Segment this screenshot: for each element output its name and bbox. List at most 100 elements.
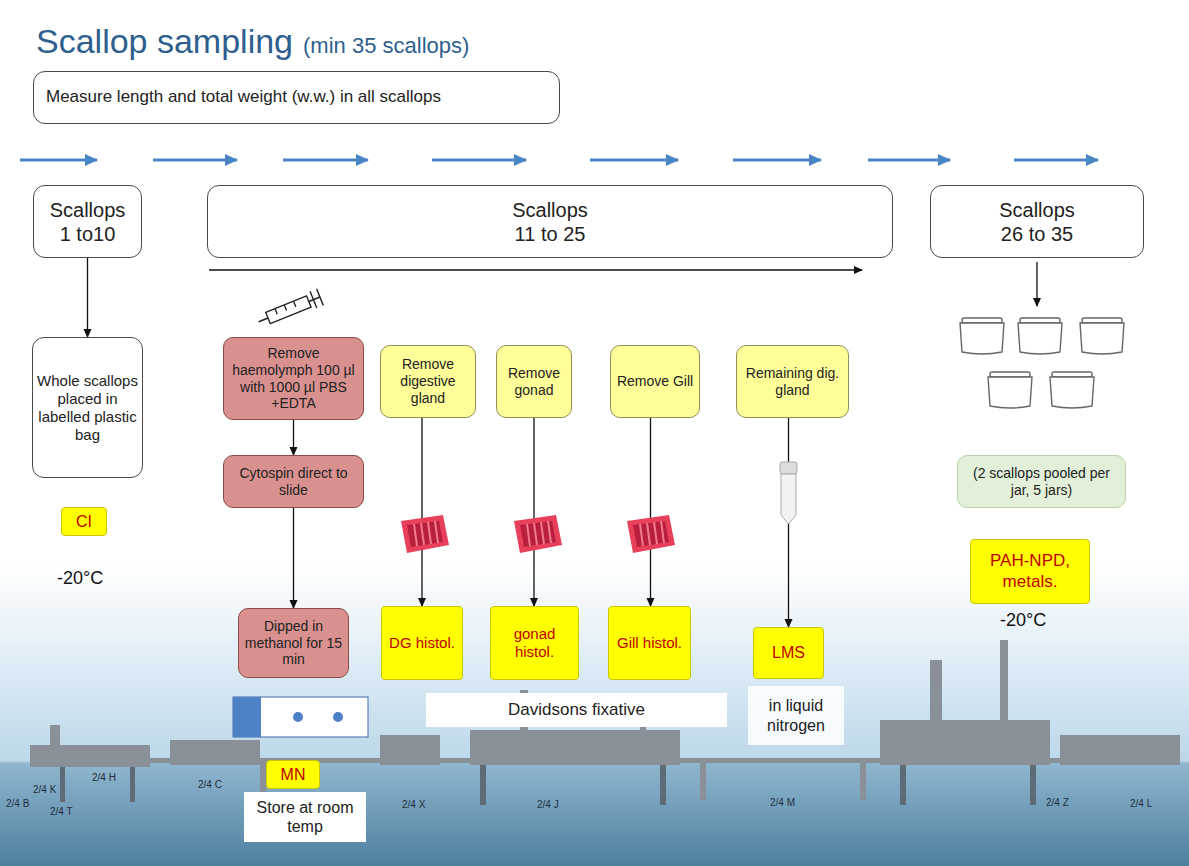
node-text: (2 scallops pooled per jar, 5 jars) [962, 465, 1121, 499]
dissection-step: Remove digestive gland [380, 345, 476, 418]
platform-tag: 2/4 B [6, 798, 29, 809]
node-text: MN [281, 765, 306, 784]
pooling-note: (2 scallops pooled per jar, 5 jars) [957, 455, 1126, 508]
process-box: Scallops 26 to 35 [930, 185, 1144, 258]
cassette [627, 515, 675, 553]
node-content: Remaining dig. gland [741, 365, 844, 399]
subtitle: (min 35 scallops) [303, 33, 469, 59]
node-content: Remove digestive gland [385, 356, 471, 406]
process-box: Whole scallops placed in labelled plasti… [32, 337, 143, 478]
node-content: Scallops 1 to10 [44, 198, 132, 246]
analysis-tag: DG histol. [381, 606, 463, 680]
note-box: Store at room temp [244, 792, 366, 842]
long-arrow [209, 269, 862, 270]
node-text: Scallops 1 to10 [44, 198, 132, 246]
header: Scallop sampling (min 35 scallops) [36, 22, 469, 61]
dissection-step: Remove Gill [610, 345, 700, 418]
node-text: Remaining dig. gland [741, 365, 844, 399]
node-text: PAH-NPD, metals. [975, 551, 1085, 592]
platform-tag: 2/4 T [50, 806, 73, 817]
flow-connector [533, 418, 534, 606]
platform-tag: 2/4 K [33, 784, 56, 795]
node-text: DG histol. [389, 634, 455, 652]
node-text: gonad histol. [495, 625, 574, 661]
platform-silhouettes [30, 640, 1180, 800]
node-text: Scallops 26 to 35 [993, 198, 1081, 246]
node-text: Remove digestive gland [385, 356, 471, 406]
haemolymph-step: Dipped in methanol for 15 min [238, 608, 349, 678]
node-content: in liquid nitrogen [753, 696, 839, 734]
node-content: Whole scallops placed in labelled plasti… [37, 372, 138, 444]
platform-tag: 2/4 J [537, 799, 559, 810]
microscope-slide [233, 697, 368, 737]
platform-tag: 2/4 C [198, 779, 222, 790]
node-content: Scallops 11 to 25 [506, 198, 594, 246]
down-arrow [1036, 262, 1037, 306]
flow-arrows [20, 159, 1098, 162]
note-box: in liquid nitrogen [748, 686, 844, 745]
haemolymph-step: Remove haemolymph 100 µl with 1000 µl PB… [223, 337, 364, 420]
node-content: (2 scallops pooled per jar, 5 jars) [962, 465, 1121, 499]
node-content: Davidsons fixative [508, 700, 645, 720]
node-text: Cytospin direct to slide [228, 465, 359, 499]
node-content: Gill histol. [617, 634, 682, 652]
analysis-tag: PAH-NPD, metals. [970, 539, 1090, 604]
dissection-step: Remove gonad [496, 345, 572, 418]
haemolymph-step: Cytospin direct to slide [223, 455, 364, 508]
node-text: Gill histol. [617, 634, 682, 652]
sky-sea [0, 565, 1189, 866]
node-content: CI [76, 512, 92, 531]
node-content: Remove haemolymph 100 µl with 1000 µl PB… [228, 345, 359, 412]
cryo-tube [780, 462, 797, 524]
node-text: Davidsons fixative [508, 700, 645, 720]
node-content: Dipped in methanol for 15 min [243, 618, 344, 668]
syringe-icon [255, 289, 323, 330]
node-content: MN [281, 765, 306, 784]
node-content: Cytospin direct to slide [228, 465, 359, 499]
node-content: DG histol. [389, 634, 455, 652]
node-text: Remove haemolymph 100 µl with 1000 µl PB… [228, 345, 359, 412]
storage-temperature: -20°C [57, 568, 103, 589]
platform-tag: 2/4 Z [1046, 797, 1069, 808]
platform-tag: 2/4 X [402, 799, 425, 810]
node-content: Scallops 26 to 35 [993, 198, 1081, 246]
flow-connector [421, 418, 422, 606]
platform-tag: 2/4 M [770, 797, 795, 808]
node-content: PAH-NPD, metals. [975, 551, 1085, 592]
cassette [514, 515, 562, 553]
platform-tag: 2/4 L [1130, 798, 1152, 809]
flow-connector [87, 258, 88, 337]
node-content: gonad histol. [495, 625, 574, 661]
histology-cassettes [401, 515, 675, 553]
title: Scallop sampling [36, 22, 293, 61]
flow-connector [650, 418, 651, 606]
flow-connector [293, 508, 294, 608]
node-text: Store at room temp [249, 798, 361, 836]
node-content: Remove Gill [617, 373, 693, 390]
analysis-tag: CI [61, 507, 107, 536]
analysis-tag: Gill histol. [608, 606, 691, 680]
process-box: Scallops 11 to 25 [207, 185, 893, 258]
node-text: Remove gonad [501, 365, 567, 399]
node-text: Measure length and total weight (w.w.) i… [46, 87, 441, 107]
node-text: CI [76, 512, 92, 531]
process-box: Scallops 1 to10 [33, 185, 142, 258]
storage-temperature: -20°C [1000, 610, 1046, 631]
cassette [401, 515, 449, 553]
flow-connector [293, 420, 294, 455]
note-box: Davidsons fixative [426, 693, 727, 727]
platform-tag: 2/4 H [92, 772, 116, 783]
node-text: Scallops 11 to 25 [506, 198, 594, 246]
node-text: Remove Gill [617, 373, 693, 390]
node-text: Dipped in methanol for 15 min [243, 618, 344, 668]
node-text: Whole scallops placed in labelled plasti… [37, 372, 138, 444]
node-content: Store at room temp [249, 798, 361, 836]
node-text: in liquid nitrogen [753, 696, 839, 734]
analysis-tag: gonad histol. [490, 606, 579, 680]
analysis-tag: LMS [753, 627, 824, 679]
node-content: Remove gonad [501, 365, 567, 399]
